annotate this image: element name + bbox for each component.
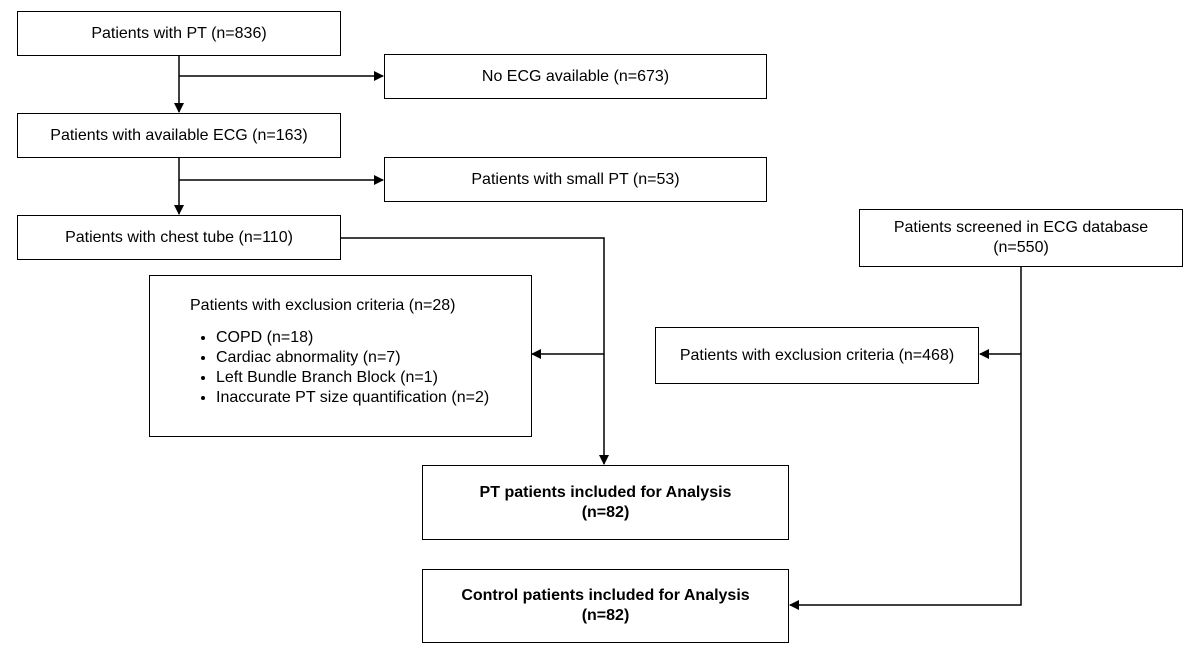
exclusion-pt-list: COPD (n=18) Cardiac abnormality (n=7) Le… (190, 328, 531, 408)
screened-line2: (n=550) (993, 239, 1049, 256)
exclusion-pt-item: COPD (n=18) (216, 328, 531, 348)
box-screened-ecg-database: Patients screened in ECG database (n=550… (859, 209, 1183, 267)
exclusion-control-label: Patients with exclusion criteria (n=468) (679, 346, 955, 364)
exclusion-pt-item: Cardiac abnormality (n=7) (216, 348, 531, 368)
box-exclusion-criteria-control: Patients with exclusion criteria (n=468) (655, 327, 979, 384)
box-control-included: Control patients included for Analysis (… (422, 569, 789, 643)
box-patients-with-pt-label: Patients with PT (n=836) (91, 24, 267, 42)
box-available-ecg-label: Patients with available ECG (n=163) (50, 126, 308, 144)
screened-line1: Patients screened in ECG database (893, 219, 1149, 236)
arrow-screened-to-control (789, 267, 1022, 610)
arrow-chesttube-to-included (340, 237, 609, 465)
box-exclusion-criteria-pt: Patients with exclusion criteria (n=28) … (149, 275, 532, 437)
box-no-ecg: No ECG available (n=673) (384, 54, 767, 99)
pt-included-line2: (n=82) (581, 503, 630, 521)
control-included-line2: (n=82) (581, 607, 630, 624)
control-included-line1: Control patients included for Analysis (461, 587, 750, 604)
pt-included-line1: PT patients included for Analysis (479, 483, 732, 501)
box-patients-with-pt: Patients with PT (n=836) (17, 11, 341, 56)
exclusion-pt-item: Inaccurate PT size quantification (n=2) (216, 388, 531, 408)
box-chest-tube-label: Patients with chest tube (n=110) (65, 228, 293, 246)
box-no-ecg-label: No ECG available (n=673) (481, 67, 670, 85)
exclusion-pt-item: Left Bundle Branch Block (n=1) (216, 368, 531, 388)
box-chest-tube: Patients with chest tube (n=110) (17, 215, 341, 260)
box-pt-included: PT patients included for Analysis (n=82) (422, 465, 789, 540)
box-small-pt: Patients with small PT (n=53) (384, 157, 767, 202)
box-small-pt-label: Patients with small PT (n=53) (471, 170, 680, 188)
box-available-ecg: Patients with available ECG (n=163) (17, 113, 341, 158)
exclusion-pt-title: Patients with exclusion criteria (n=28) (190, 297, 456, 314)
